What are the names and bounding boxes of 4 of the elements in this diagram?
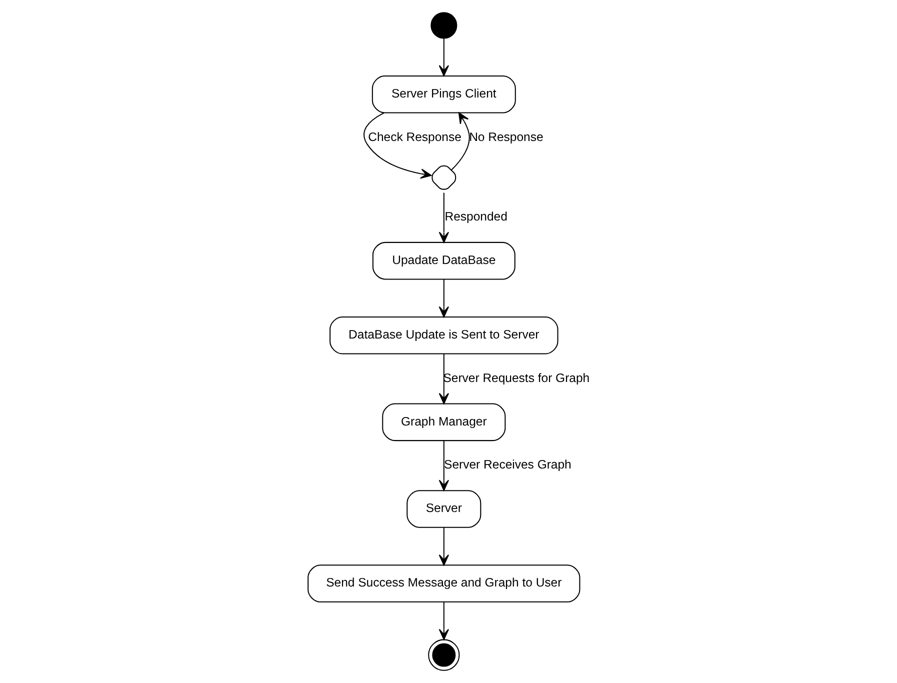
edge-label: No Response bbox=[469, 130, 544, 144]
edge-label: Responded bbox=[444, 210, 508, 224]
edge-label: Check Response bbox=[368, 130, 462, 144]
edge-label: Server Receives Graph bbox=[444, 458, 572, 472]
